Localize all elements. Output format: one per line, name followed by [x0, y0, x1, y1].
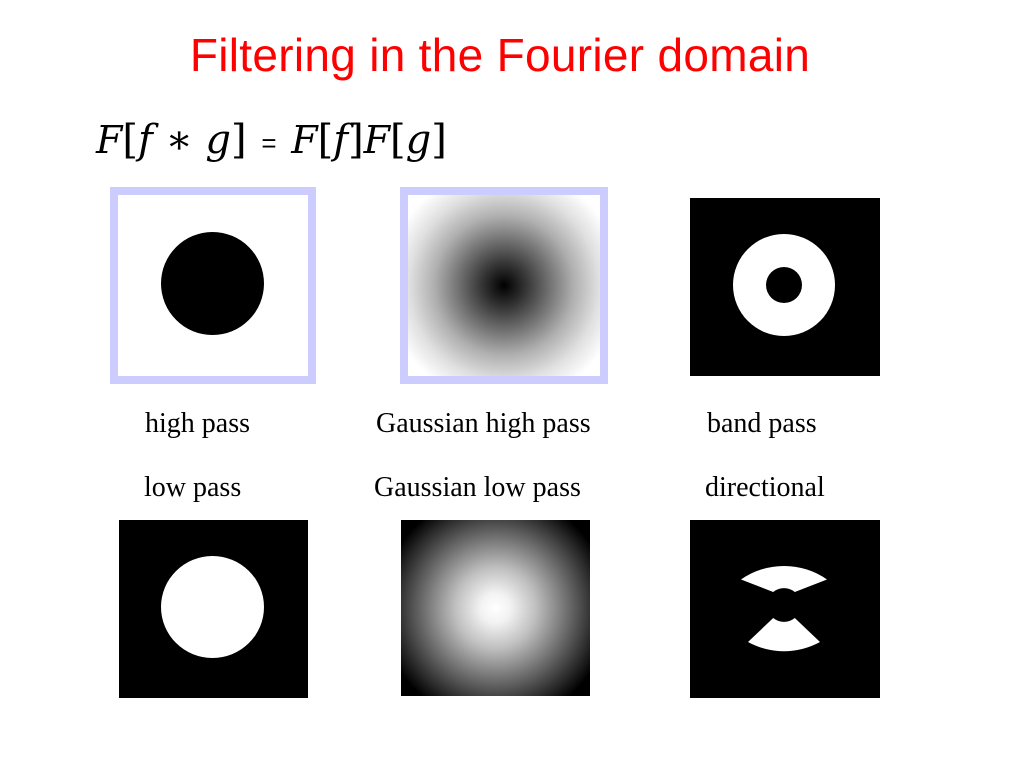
convolution-theorem-formula: F[f ∗ g] = F[f]F[g]	[96, 117, 447, 163]
fourier-operator-right-1: F	[291, 118, 318, 162]
directional-wedges	[741, 565, 827, 652]
lower-wedge	[748, 618, 820, 652]
gaussian-high-pass-highlight-frame	[400, 187, 608, 384]
convolution-star: ∗	[165, 117, 193, 163]
bracket-open: [	[122, 117, 138, 163]
formula-right-g: g	[405, 117, 432, 163]
white-disc	[161, 556, 264, 658]
band-pass-filter-image	[690, 198, 880, 376]
upper-wedge	[741, 565, 827, 592]
formula-f: f	[137, 117, 153, 163]
label-gaussian-high-pass: Gaussian high pass	[376, 408, 591, 439]
black-disc	[161, 232, 264, 335]
label-band-pass: band pass	[707, 408, 817, 439]
high-pass-filter-image	[118, 195, 308, 376]
label-directional: directional	[705, 472, 825, 503]
label-gaussian-low-pass: Gaussian low pass	[374, 472, 581, 503]
slide-title: Filtering in the Fourier domain	[189, 29, 811, 81]
low-pass-filter-image	[119, 520, 308, 698]
label-low-pass: low pass	[144, 472, 242, 503]
formula-right-f: f	[333, 117, 349, 163]
label-high-pass: high pass	[145, 408, 250, 439]
inner-black-disc	[766, 267, 802, 303]
bracket-close: ]	[231, 117, 247, 163]
gaussian-high-pass-filter-image	[408, 195, 600, 376]
gaussian-low-pass-filter-image	[401, 520, 590, 696]
fourier-operator-left: F	[96, 118, 123, 162]
high-pass-highlight-frame	[110, 187, 316, 384]
formula-g: g	[205, 117, 232, 163]
fourier-operator-right-2: F	[363, 118, 391, 162]
directional-filter-image	[690, 520, 880, 698]
equals-sign: =	[261, 128, 277, 158]
